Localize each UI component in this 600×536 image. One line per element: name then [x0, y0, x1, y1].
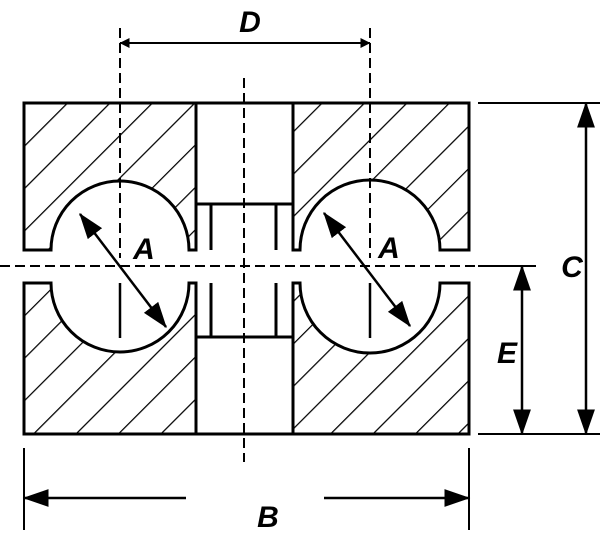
- label-c: C: [561, 251, 584, 284]
- label-a-right: A: [377, 232, 400, 265]
- label-d: D: [239, 6, 261, 39]
- label-a-left: A: [132, 233, 155, 266]
- label-b: B: [257, 501, 279, 534]
- label-e: E: [497, 337, 518, 370]
- dimension-a-left-line: [79, 212, 167, 329]
- bolt-shank: [209, 204, 278, 337]
- dimension-a-right-line: [323, 211, 411, 328]
